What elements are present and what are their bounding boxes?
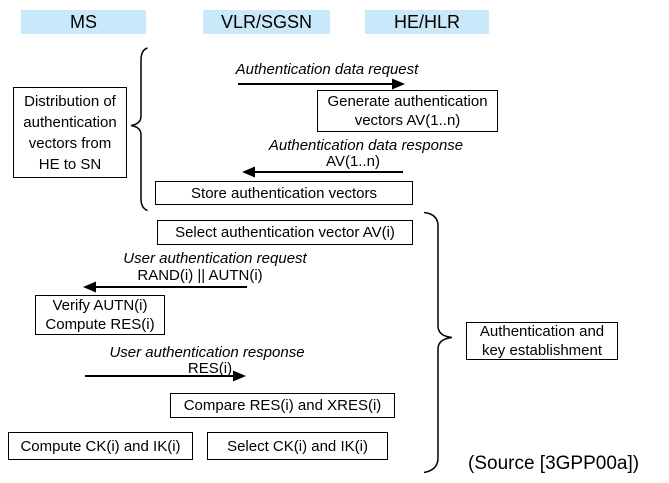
- arrowhead-right-icon: [233, 370, 246, 382]
- message-auth-data-request: Authentication data request: [235, 61, 419, 78]
- message-user-auth-response-detail: RES(i): [187, 360, 233, 377]
- phase-line: Authentication and: [479, 323, 605, 340]
- arrowhead-left-icon: [83, 281, 96, 293]
- right-brace: [423, 211, 453, 474]
- entity-header-vlr-sgsn: VLR/SGSN: [203, 10, 330, 34]
- auth-data-response-arrow: [242, 166, 403, 178]
- action-line: vectors AV(1..n): [354, 112, 461, 129]
- action-box-generate-vectors: Generate authentication vectors AV(1..n): [317, 90, 498, 132]
- phase-line: key establishment: [481, 342, 603, 359]
- action-line: Select authentication vector AV(i): [175, 224, 395, 241]
- source-note: (Source [3GPP00a]): [468, 453, 640, 474]
- phase-line: authentication: [23, 113, 117, 131]
- action-line: Compute CK(i) and IK(i): [20, 437, 181, 455]
- user-auth-response-arrow: [85, 370, 246, 382]
- action-line: Compute RES(i): [45, 316, 155, 333]
- phase-line: Distribution of: [24, 92, 116, 110]
- entity-label: MS: [70, 11, 97, 32]
- phase-box-distribution: Distribution of authentication vectors f…: [13, 87, 127, 178]
- message-user-auth-request: User authentication request: [123, 250, 307, 267]
- phase-line: HE to SN: [38, 155, 102, 173]
- message-user-auth-request-detail: RAND(i) || AUTN(i): [137, 267, 263, 284]
- entity-label: VLR/SGSN: [220, 11, 313, 32]
- action-line: Generate authentication: [327, 93, 488, 110]
- action-line: Select CK(i) and IK(i): [227, 437, 368, 455]
- message-auth-data-response: Authentication data response: [268, 137, 464, 154]
- phase-line: vectors from: [28, 134, 112, 152]
- message-user-auth-response: User authentication response: [109, 344, 305, 361]
- action-box-store-vectors: Store authentication vectors: [155, 181, 413, 205]
- action-box-compare-res: Compare RES(i) and XRES(i): [170, 393, 395, 418]
- action-box-select-ck-ik: Select CK(i) and IK(i): [207, 432, 388, 460]
- entity-label: HE/HLR: [393, 11, 460, 32]
- auth-data-request-arrow: [238, 78, 405, 90]
- entity-header-he-hlr: HE/HLR: [365, 10, 489, 34]
- action-box-compute-ck-ik: Compute CK(i) and IK(i): [8, 432, 193, 460]
- action-line: Compare RES(i) and XRES(i): [183, 397, 382, 414]
- user-auth-request-arrow: [83, 281, 247, 293]
- action-line: Verify AUTN(i): [52, 297, 148, 314]
- arrowhead-right-icon: [392, 78, 405, 90]
- message-auth-data-response-detail: AV(1..n): [326, 153, 380, 170]
- phase-box-auth-key-establishment: Authentication and key establishment: [466, 322, 618, 360]
- entity-header-ms: MS: [21, 10, 146, 34]
- action-line: Store authentication vectors: [191, 184, 377, 202]
- arrowhead-left-icon: [242, 166, 255, 178]
- left-brace: [130, 47, 148, 212]
- action-box-verify-autn: Verify AUTN(i) Compute RES(i): [35, 295, 165, 335]
- action-box-select-vector: Select authentication vector AV(i): [157, 220, 413, 245]
